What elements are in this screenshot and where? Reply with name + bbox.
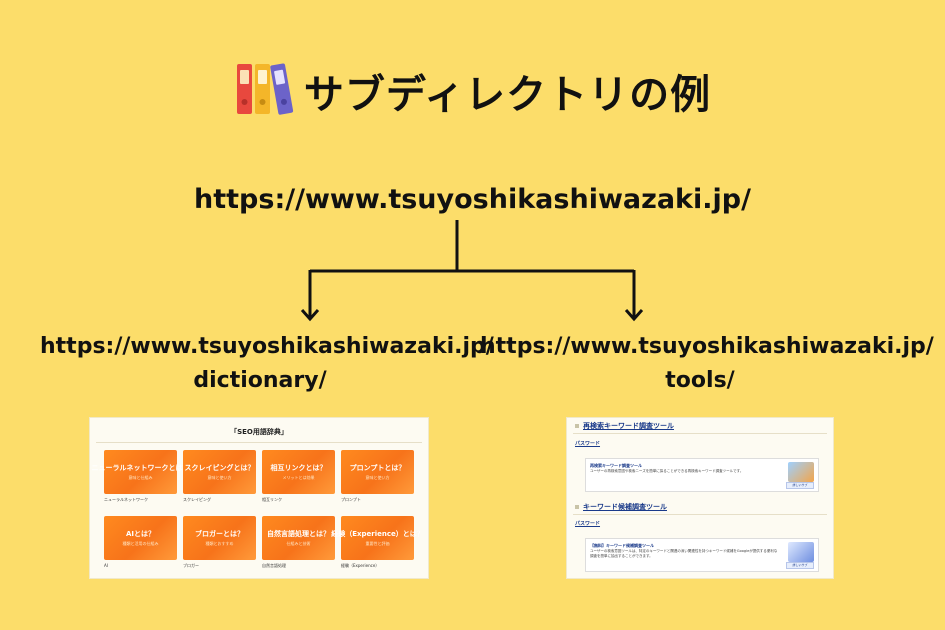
tool-card-title: 【無料】キーワード候補調査ツール: [590, 543, 654, 548]
root-url: https://www.tsuyoshikashiwazaki.jp/: [194, 184, 751, 215]
tool-card[interactable]: 【無料】キーワード候補調査ツール ユーザーの検索意図ツールは、特定のキーワードと…: [585, 538, 819, 572]
card-subtitle: 種類とおすすめ: [205, 541, 234, 546]
card-subtitle: 重要性と評価: [365, 541, 390, 546]
card-label: 経験（Experience）: [341, 563, 380, 568]
divider: [573, 433, 827, 434]
detail-button[interactable]: 詳しいサブ: [786, 562, 814, 569]
card-thumbnail: ブロガーとは？ 種類とおすすめ: [183, 516, 256, 560]
arrow-down-icon: [300, 309, 320, 322]
card-thumbnail: 経験（Experience）とは？ 重要性と評価: [331, 516, 424, 560]
tool-heading-text: 再検索キーワード調査ツール: [583, 422, 674, 430]
tool-card-desc: ユーザーの再検索意図や検索ニーズを簡単に探ることができる再検索キーワード調査ツー…: [590, 469, 744, 473]
bullet-icon: [575, 505, 579, 509]
card-subtitle: メリットとは効果: [282, 475, 315, 480]
title-text: サブディレクトリの例: [303, 72, 712, 118]
tool-heading-link[interactable]: キーワード候補調査ツール: [575, 502, 667, 512]
card-label: 自然言語処理: [262, 563, 286, 568]
tools-url: https://www.tsuyoshikashiwazaki.jp/ tool…: [480, 330, 934, 398]
card-title: 相互リンクとは？: [270, 464, 327, 472]
arrow-down-icon: [624, 309, 644, 322]
tool-card-desc: ユーザーの検索意図ツールは、特定のキーワードと関連の深い関連性を持つキーワード候…: [590, 549, 778, 558]
tool-card-title: 再検索キーワード調査ツール: [590, 463, 642, 468]
card-subtitle: 種類と活用の仕組み: [122, 541, 159, 546]
tool-heading-text: キーワード候補調査ツール: [583, 503, 667, 511]
tool-thumbnail: [788, 542, 814, 562]
dictionary-heading: 「SEO用語辞典」: [96, 422, 422, 443]
tools-screenshot: 再検索キーワード調査ツール パスワード 再検索キーワード調査ツール ユーザーの再…: [567, 418, 833, 578]
card-title: AIとは？: [125, 530, 156, 538]
divider: [573, 514, 827, 515]
dictionary-url-line1: https://www.tsuyoshikashiwazaki.jp/: [40, 334, 494, 359]
dictionary-card[interactable]: スクレイピングとは？ 意味と使い方 スクレイピング: [183, 450, 256, 508]
card-title: 経験（Experience）とは？: [331, 530, 424, 538]
dictionary-screenshot: 「SEO用語辞典」 ニューラルネットワークとは？ 意味と仕組み ニューラルネット…: [90, 418, 428, 578]
tool-card[interactable]: 再検索キーワード調査ツール ユーザーの再検索意図や検索ニーズを簡単に探ることがで…: [585, 458, 819, 492]
card-title: プロンプトとは？: [349, 464, 406, 472]
password-link[interactable]: パスワード: [575, 441, 601, 447]
dictionary-card[interactable]: 相互リンクとは？ メリットとは効果 相互リンク: [262, 450, 335, 508]
dictionary-card[interactable]: プロンプトとは？ 意味と使い方 プロンプト: [341, 450, 414, 508]
dictionary-card[interactable]: ブロガーとは？ 種類とおすすめ ブロガー: [183, 516, 256, 574]
tool-heading-link[interactable]: 再検索キーワード調査ツール: [575, 421, 674, 431]
card-subtitle: 仕組みと技術: [286, 541, 311, 546]
card-label: スクレイピング: [183, 497, 211, 502]
card-label: AI: [104, 563, 108, 568]
card-thumbnail: 自然言語処理とは？ 仕組みと技術: [262, 516, 335, 560]
dictionary-card[interactable]: AIとは？ 種類と活用の仕組み AI: [104, 516, 177, 574]
dictionary-url: https://www.tsuyoshikashiwazaki.jp/ dict…: [40, 330, 494, 398]
card-thumbnail: 相互リンクとは？ メリットとは効果: [262, 450, 335, 494]
card-title: ニューラルネットワークとは？: [91, 464, 190, 472]
tool-thumbnail: [788, 462, 814, 482]
dictionary-url-line2: dictionary/: [193, 368, 327, 393]
page-title: サブディレクトリの例: [0, 58, 945, 124]
tools-url-line2: tools/: [665, 368, 735, 393]
card-label: 相互リンク: [262, 497, 282, 502]
dictionary-card[interactable]: 自然言語処理とは？ 仕組みと技術 自然言語処理: [262, 516, 335, 574]
detail-button[interactable]: 詳しいサブ: [786, 482, 814, 489]
card-label: プロンプト: [341, 497, 361, 502]
card-title: ブロガーとは？: [195, 530, 244, 538]
dictionary-grid: ニューラルネットワークとは？ 意味と仕組み ニューラルネットワーク スクレイピン…: [92, 450, 424, 574]
tools-url-line1: https://www.tsuyoshikashiwazaki.jp/: [480, 334, 934, 359]
card-title: 自然言語処理とは？: [267, 530, 330, 538]
card-thumbnail: プロンプトとは？ 意味と使い方: [341, 450, 414, 494]
bullet-icon: [575, 424, 579, 428]
card-title: スクレイピングとは？: [184, 464, 255, 472]
card-thumbnail: AIとは？ 種類と活用の仕組み: [104, 516, 177, 560]
password-link[interactable]: パスワード: [575, 521, 601, 527]
card-subtitle: 意味と仕組み: [128, 475, 153, 480]
dictionary-card[interactable]: 経験（Experience）とは？ 重要性と評価 経験（Experience）: [331, 516, 424, 574]
card-thumbnail: スクレイピングとは？ 意味と使い方: [183, 450, 256, 494]
card-label: ブロガー: [183, 563, 199, 568]
binders-icon: [234, 58, 296, 124]
card-subtitle: 意味と使い方: [207, 475, 232, 480]
card-label: ニューラルネットワーク: [104, 497, 148, 502]
card-thumbnail: ニューラルネットワークとは？ 意味と仕組み: [92, 450, 190, 494]
card-subtitle: 意味と使い方: [365, 475, 390, 480]
dictionary-card[interactable]: ニューラルネットワークとは？ 意味と仕組み ニューラルネットワーク: [92, 450, 190, 508]
